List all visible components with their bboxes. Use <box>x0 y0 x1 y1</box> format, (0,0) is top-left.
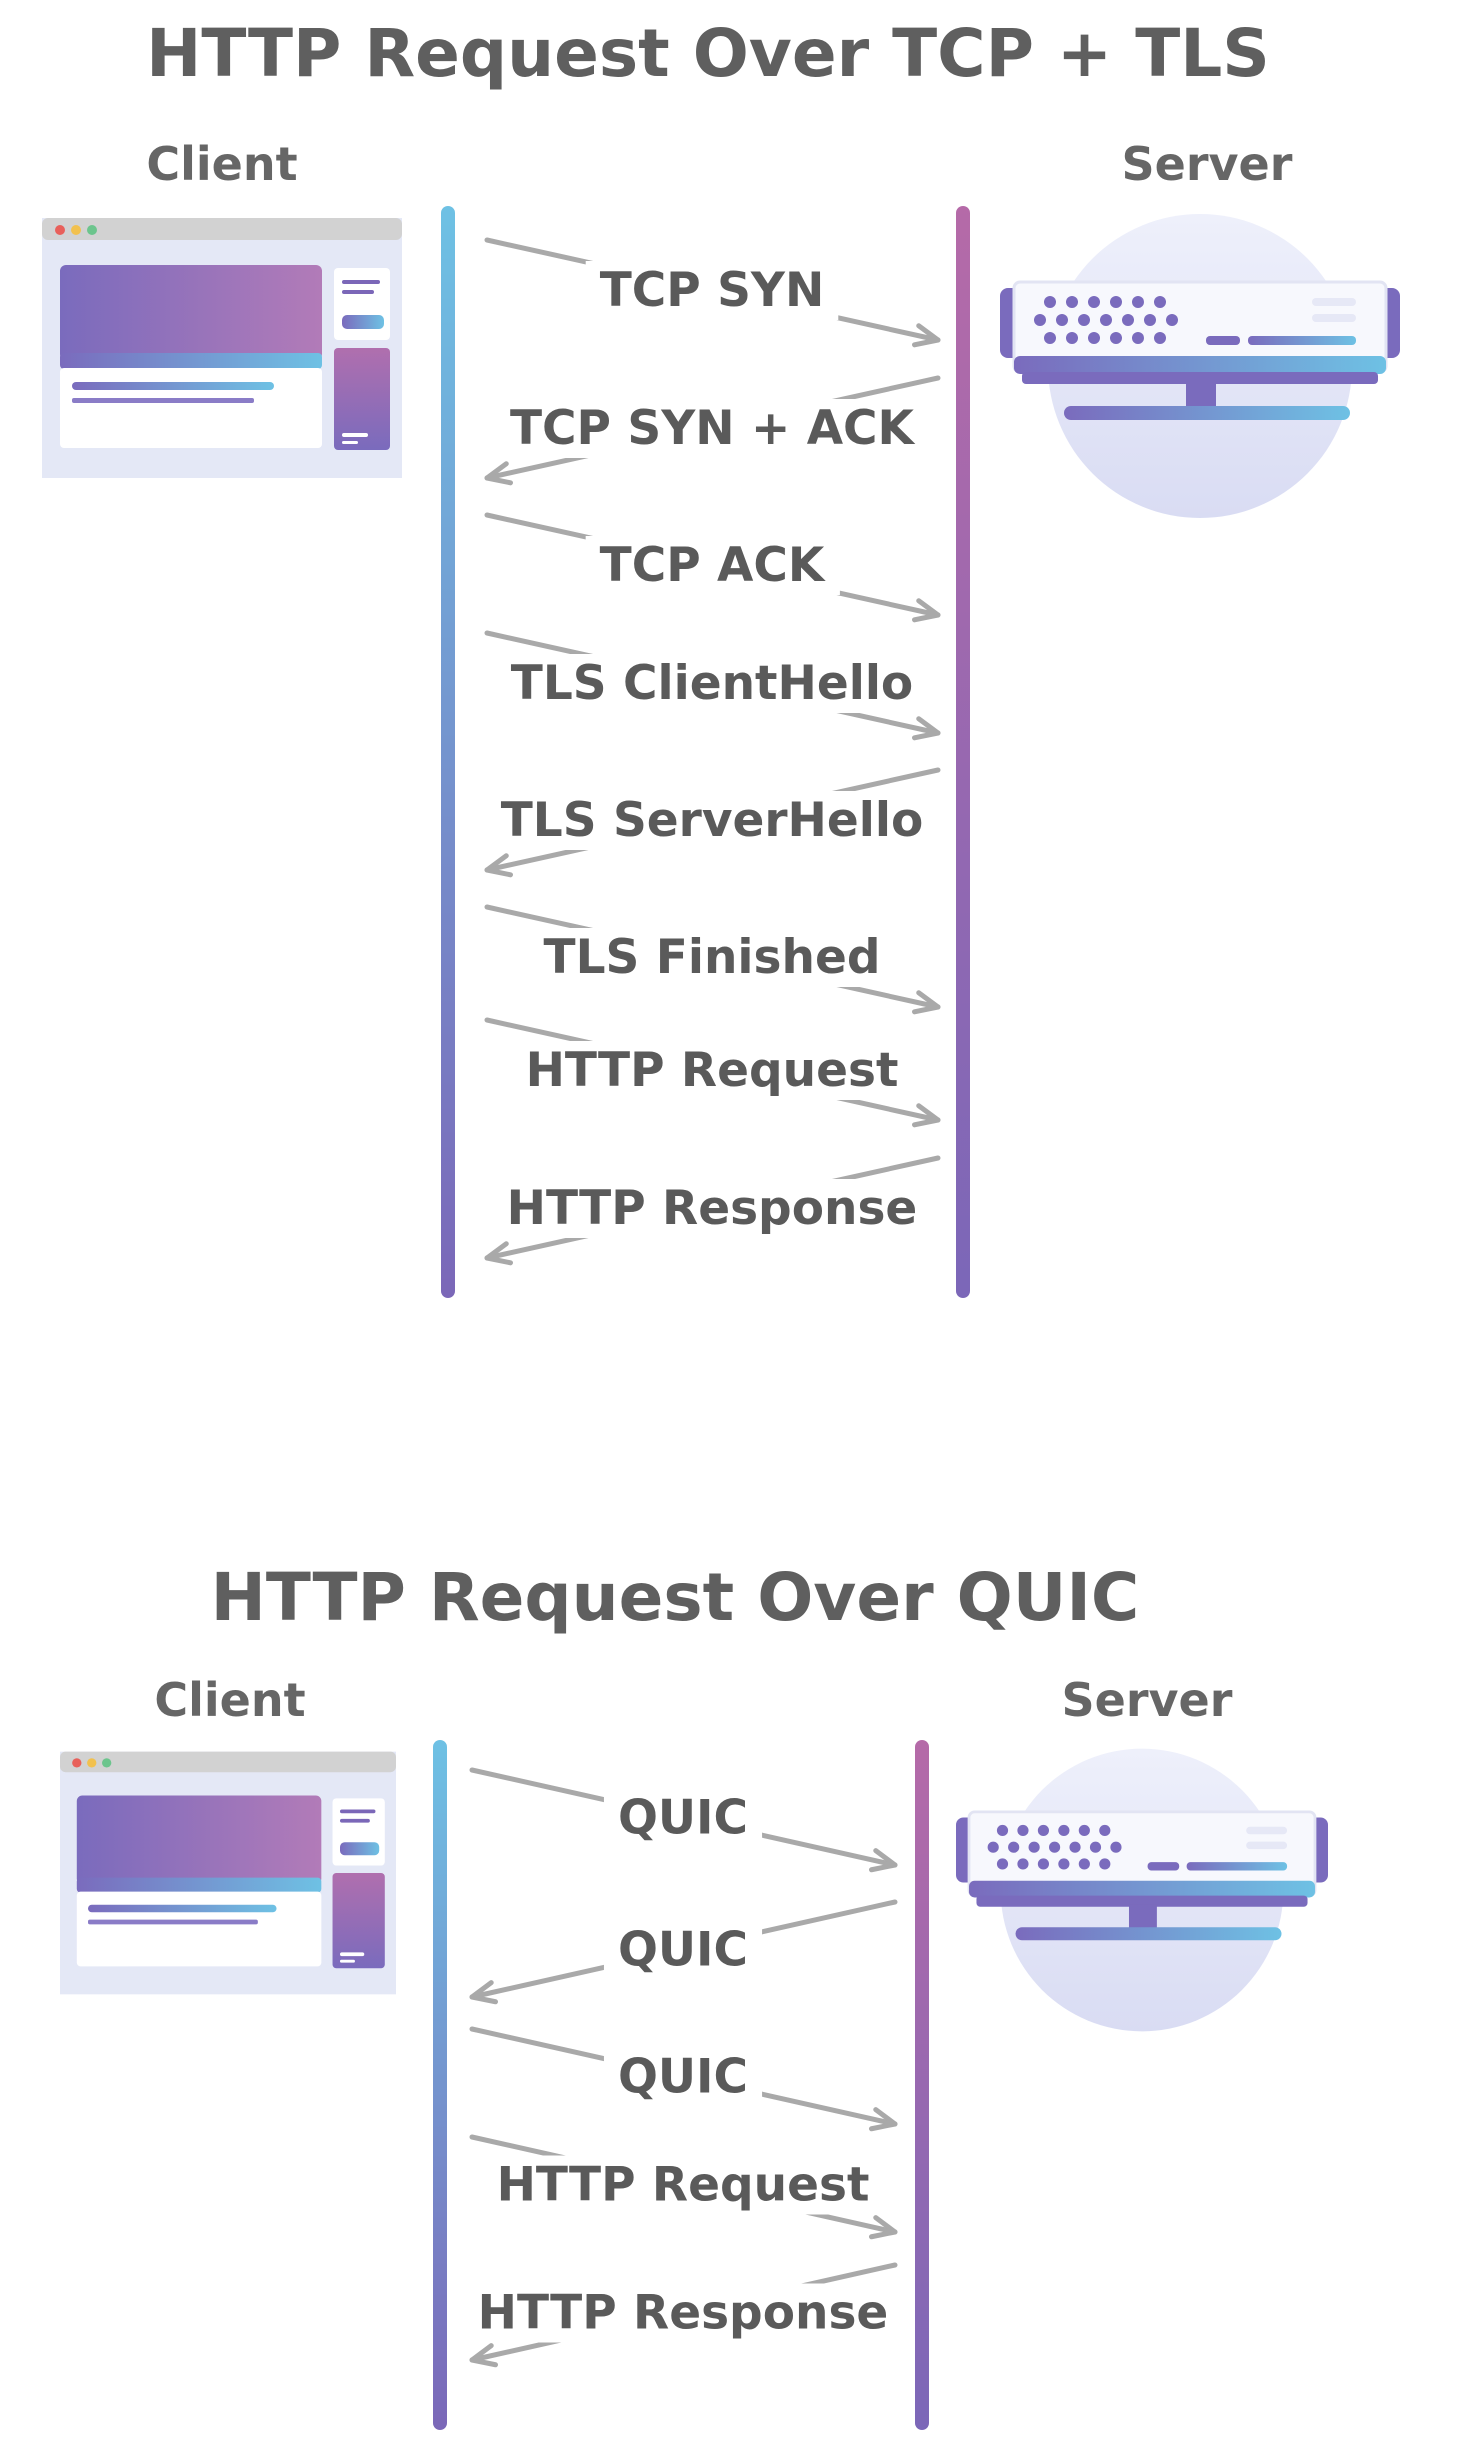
server-lifeline <box>915 1740 929 2430</box>
message-label: HTTP Response <box>507 1181 918 1236</box>
arrow-head-icon <box>911 598 941 623</box>
label-background <box>603 1920 763 1980</box>
client-lifeline <box>433 1740 447 2430</box>
label-background <box>603 2047 763 2107</box>
arrow-head-icon <box>868 1848 898 1873</box>
client-label: Client <box>146 137 297 191</box>
arrow-head-icon <box>469 2343 499 2368</box>
message-7: HTTP Request <box>484 1017 941 1128</box>
message-3: TCP ACK <box>484 512 941 623</box>
message-label: TCP ACK <box>600 538 826 593</box>
label-background <box>496 399 930 458</box>
message-label: TLS ServerHello <box>501 793 924 848</box>
message-label: QUIC <box>618 2050 748 2105</box>
message-label: HTTP Request <box>526 1043 899 1098</box>
arrow-head-icon <box>484 1241 514 1266</box>
server-lifeline <box>956 206 970 1298</box>
message-label: HTTP Response <box>478 2286 889 2341</box>
message-6: TLS Finished <box>484 904 941 1015</box>
arrow-head-icon <box>911 1103 941 1128</box>
arrow-head-icon <box>484 853 514 878</box>
server-label: Server <box>1062 1673 1233 1727</box>
message-5: TLS ServerHello <box>484 767 941 878</box>
label-background <box>603 1788 763 1848</box>
arrow-head-icon <box>911 323 941 348</box>
quic-diagram: HTTP Request Over QUIC Client Server QUI… <box>60 1559 1328 2430</box>
message-3: QUIC <box>469 2026 898 2132</box>
message-1: TCP SYN <box>484 237 941 348</box>
message-label: TCP SYN <box>600 263 825 318</box>
message-list: TCP SYN TCP SYN + ACK TCP ACK TLS ClientHel… <box>484 237 941 1266</box>
tcp-tls-diagram: HTTP Request Over TCP + TLS Client Serve… <box>42 15 1400 1298</box>
label-background <box>585 536 840 595</box>
message-4: HTTP Request <box>469 2134 898 2240</box>
label-background <box>482 2155 884 2215</box>
browser-window-icon <box>60 1751 396 1995</box>
server-rack-icon <box>956 1747 1328 2033</box>
message-4: TLS ClientHello <box>484 630 941 741</box>
message-label: QUIC <box>618 1923 748 1978</box>
label-background <box>585 261 839 320</box>
server-label: Server <box>1122 137 1293 191</box>
label-background <box>463 2283 903 2343</box>
label-background <box>511 1041 913 1100</box>
arrow-head-icon <box>868 2215 898 2240</box>
message-1: QUIC <box>469 1767 898 1873</box>
message-5: HTTP Response <box>463 2262 903 2368</box>
diagram-title: HTTP Request Over TCP + TLS <box>146 15 1270 92</box>
arrow-head-icon <box>469 1980 499 2005</box>
arrow-head-icon <box>484 461 514 486</box>
client-label: Client <box>154 1673 305 1727</box>
arrow-head-icon <box>911 990 941 1015</box>
message-label: TLS ClientHello <box>511 656 913 711</box>
message-label: TLS Finished <box>544 930 881 985</box>
label-background <box>492 1179 932 1238</box>
arrow-head-icon <box>868 2107 898 2132</box>
label-background <box>496 654 928 713</box>
server-rack-icon <box>1000 212 1400 520</box>
message-2: TCP SYN + ACK <box>484 375 941 486</box>
message-8: HTTP Response <box>484 1155 941 1266</box>
message-2: QUIC <box>469 1899 898 2005</box>
arrow-head-icon <box>911 716 941 741</box>
message-label: HTTP Request <box>497 2158 870 2213</box>
label-background <box>486 791 938 850</box>
label-background <box>529 928 895 987</box>
message-label: TCP SYN + ACK <box>510 401 916 456</box>
message-label: QUIC <box>618 1791 748 1846</box>
diagram-title: HTTP Request Over QUIC <box>211 1559 1140 1636</box>
client-lifeline <box>441 206 455 1298</box>
browser-window-icon <box>42 218 402 478</box>
